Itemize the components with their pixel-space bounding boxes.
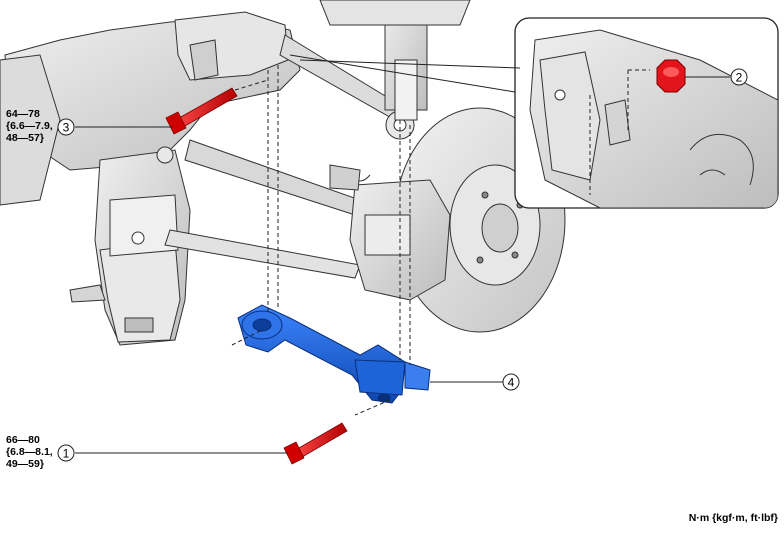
torque-bolt-3-nm: 64—78 — [6, 108, 40, 120]
torque-units-label: N·m {kgf·m, ft·lbf} — [688, 512, 778, 524]
torque-bolt-3-kgfm: {6.6—7.9, — [6, 120, 53, 132]
callout-1: 1 — [57, 444, 75, 462]
torque-bolt-1-kgfm: {6.8—8.1, — [6, 446, 53, 458]
callout-3: 3 — [57, 118, 75, 136]
torque-spec-bolt-1: 66—80 {6.8—8.1, 49—59} — [6, 434, 53, 470]
torque-bolt-1-ftlbf: 49—59} — [6, 458, 44, 470]
brake-caliper — [329, 164, 451, 301]
shock-absorber — [319, 0, 471, 192]
bolt-1 — [283, 422, 348, 465]
torque-bolt-3-ftlbf: 48—57} — [6, 132, 44, 144]
callout-1-number: 1 — [63, 447, 70, 461]
callout-2: 2 — [730, 68, 748, 86]
inset-detail-view — [514, 17, 779, 209]
nut-2 — [656, 59, 686, 93]
torque-bolt-1-nm: 66—80 — [6, 434, 40, 446]
lower-link-highlight — [237, 304, 431, 404]
callout-3-number: 3 — [63, 121, 70, 135]
callout-4: 4 — [502, 373, 520, 391]
bolt-3 — [165, 87, 238, 135]
rear-subframe — [0, 11, 301, 346]
upper-links — [164, 34, 415, 279]
callout-4-number: 4 — [508, 376, 515, 390]
assembly-guide-lines — [231, 65, 411, 416]
torque-spec-bolt-3: 64—78 {6.6—7.9, 48—57} — [6, 108, 53, 144]
callout-2-number: 2 — [736, 71, 743, 85]
inset-connector-lines — [289, 54, 521, 93]
callout-leaders — [75, 76, 730, 454]
